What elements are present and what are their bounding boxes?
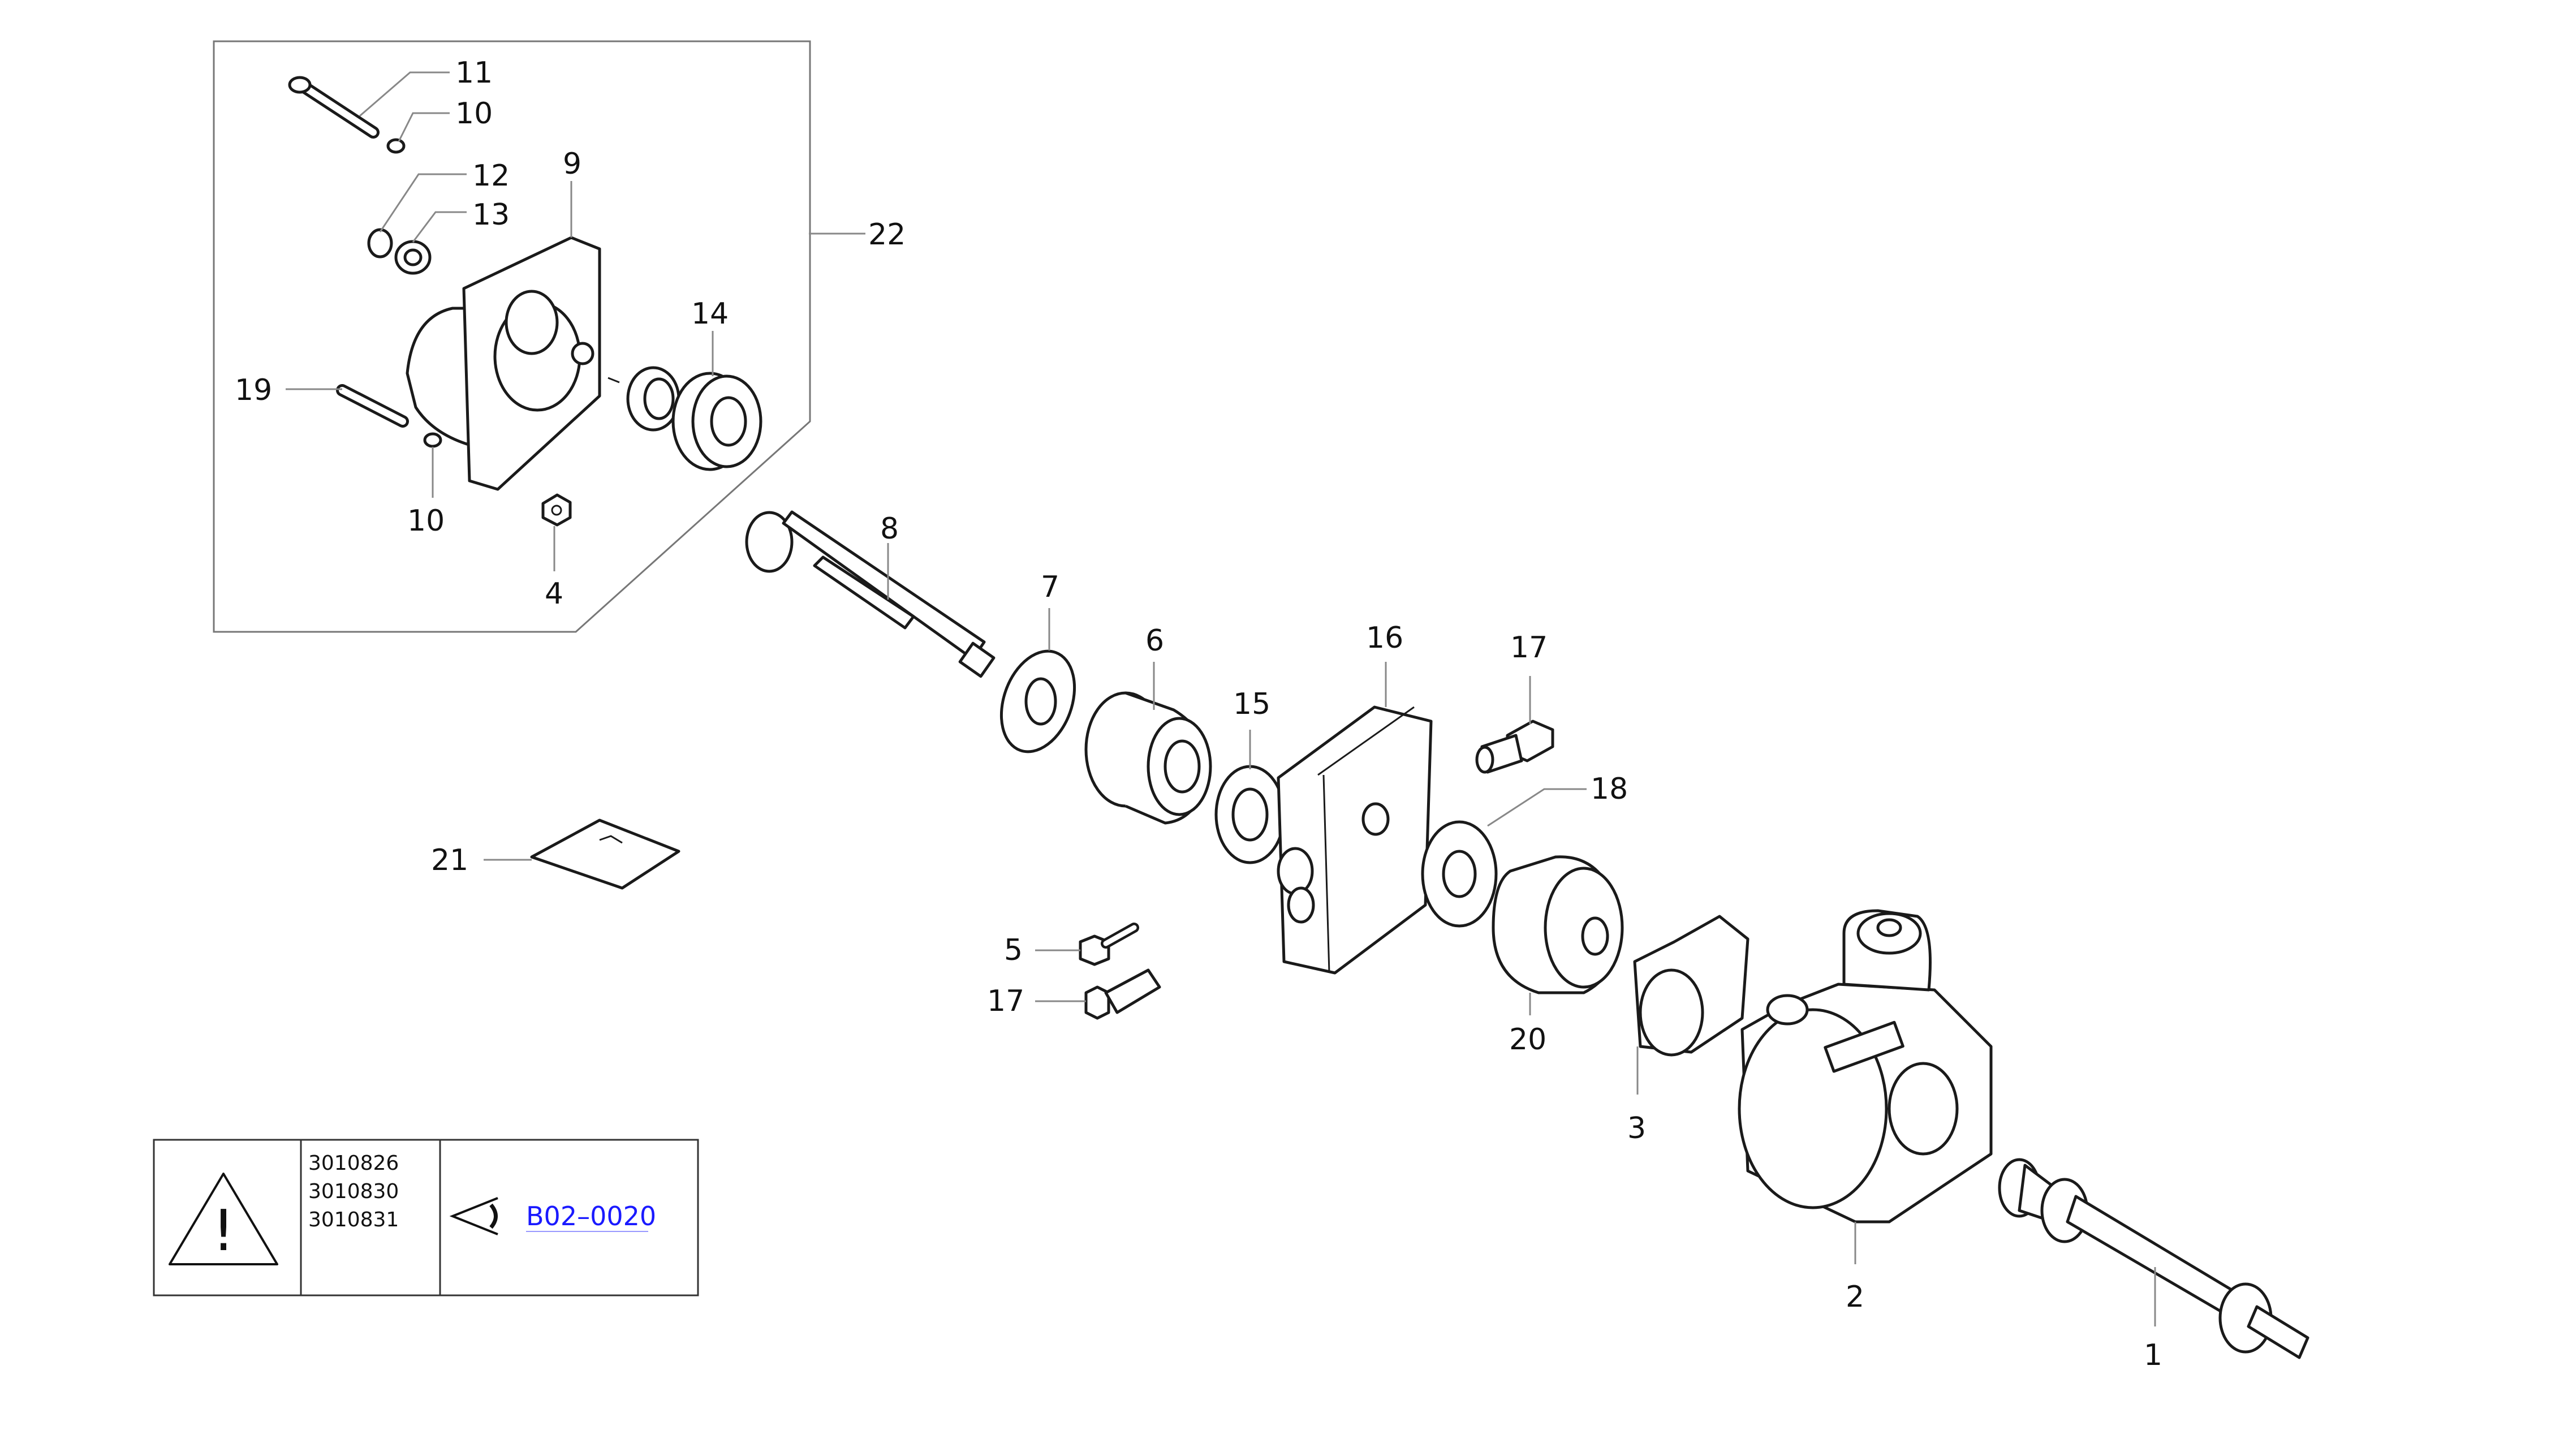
eye-reference-icon <box>449 1197 498 1235</box>
part-8-drive-shaft <box>745 510 996 678</box>
label-part-8: 8 <box>880 512 899 546</box>
label-part-1: 1 <box>2144 1338 2162 1372</box>
part-15-valve-plate <box>1214 765 1286 864</box>
label-part-11: 11 <box>455 56 493 90</box>
label-part-15: 15 <box>1233 687 1270 721</box>
label-part-21: 21 <box>431 843 468 877</box>
label-part-4: 4 <box>545 577 563 611</box>
part-1-output-shaft <box>1998 1158 2309 1359</box>
part-21-seal-kit <box>530 819 680 890</box>
part-2-pump-housing <box>1738 909 1993 1224</box>
warning-triangle-icon: ! <box>169 1173 278 1265</box>
label-part-12: 12 <box>472 159 510 193</box>
label-part-7: 7 <box>1041 570 1059 604</box>
label-part-3: 3 <box>1627 1112 1646 1145</box>
label-part-20: 20 <box>1509 1023 1546 1057</box>
part-10-washer-bottom <box>423 432 442 448</box>
leader-lines <box>286 71 2156 1326</box>
bearing-small <box>626 366 680 432</box>
part-18-port-plate <box>1421 820 1498 928</box>
label-part-17-top: 17 <box>1510 631 1548 665</box>
part-16-port-block <box>1277 705 1433 975</box>
label-part-13: 13 <box>472 198 510 232</box>
label-part-17-bottom: 17 <box>987 984 1024 1018</box>
part-13-ring <box>394 240 432 275</box>
label-part-2: 2 <box>1846 1280 1864 1314</box>
part-3-swash-plate <box>1633 915 1749 1057</box>
assembly-group-22-outline <box>213 40 811 633</box>
part-14-gear <box>671 372 762 471</box>
part-10-washer-top <box>386 138 406 154</box>
label-part-18: 18 <box>1591 772 1628 806</box>
label-part-22: 22 <box>868 218 906 252</box>
part-9-end-cover <box>406 236 620 491</box>
warning-symbol: ! <box>212 1197 235 1264</box>
label-part-9: 9 <box>563 147 581 181</box>
label-part-10-bottom: 10 <box>407 504 445 538</box>
part-11-screw <box>288 76 380 139</box>
label-part-5: 5 <box>1004 933 1023 967</box>
label-part-16: 16 <box>1366 621 1403 655</box>
part-number-3: 3010831 <box>308 1208 399 1231</box>
part-5-bolt <box>1079 923 1139 966</box>
part-7-thrust-washer <box>999 649 1076 753</box>
part-6-cylinder-block <box>1084 691 1212 825</box>
part-19-screw <box>336 384 409 428</box>
part-20-cylinder-barrel <box>1492 855 1624 994</box>
part-17-valve-bottom <box>1084 968 1161 1020</box>
label-part-6: 6 <box>1145 624 1164 658</box>
label-part-19: 19 <box>235 373 272 407</box>
label-part-10-top: 10 <box>455 97 493 131</box>
info-box: ! 3010826 3010830 3010831 B02–0020 <box>153 1139 699 1296</box>
part-12-o-ring <box>367 228 393 259</box>
part-17-valve-top <box>1475 720 1554 774</box>
reference-link-b02-0020[interactable]: B02–0020 <box>526 1201 656 1231</box>
part-number-1: 3010826 <box>308 1152 399 1175</box>
label-part-14: 14 <box>691 297 729 331</box>
part-number-2: 3010830 <box>308 1180 399 1203</box>
part-4-nut <box>541 493 572 527</box>
